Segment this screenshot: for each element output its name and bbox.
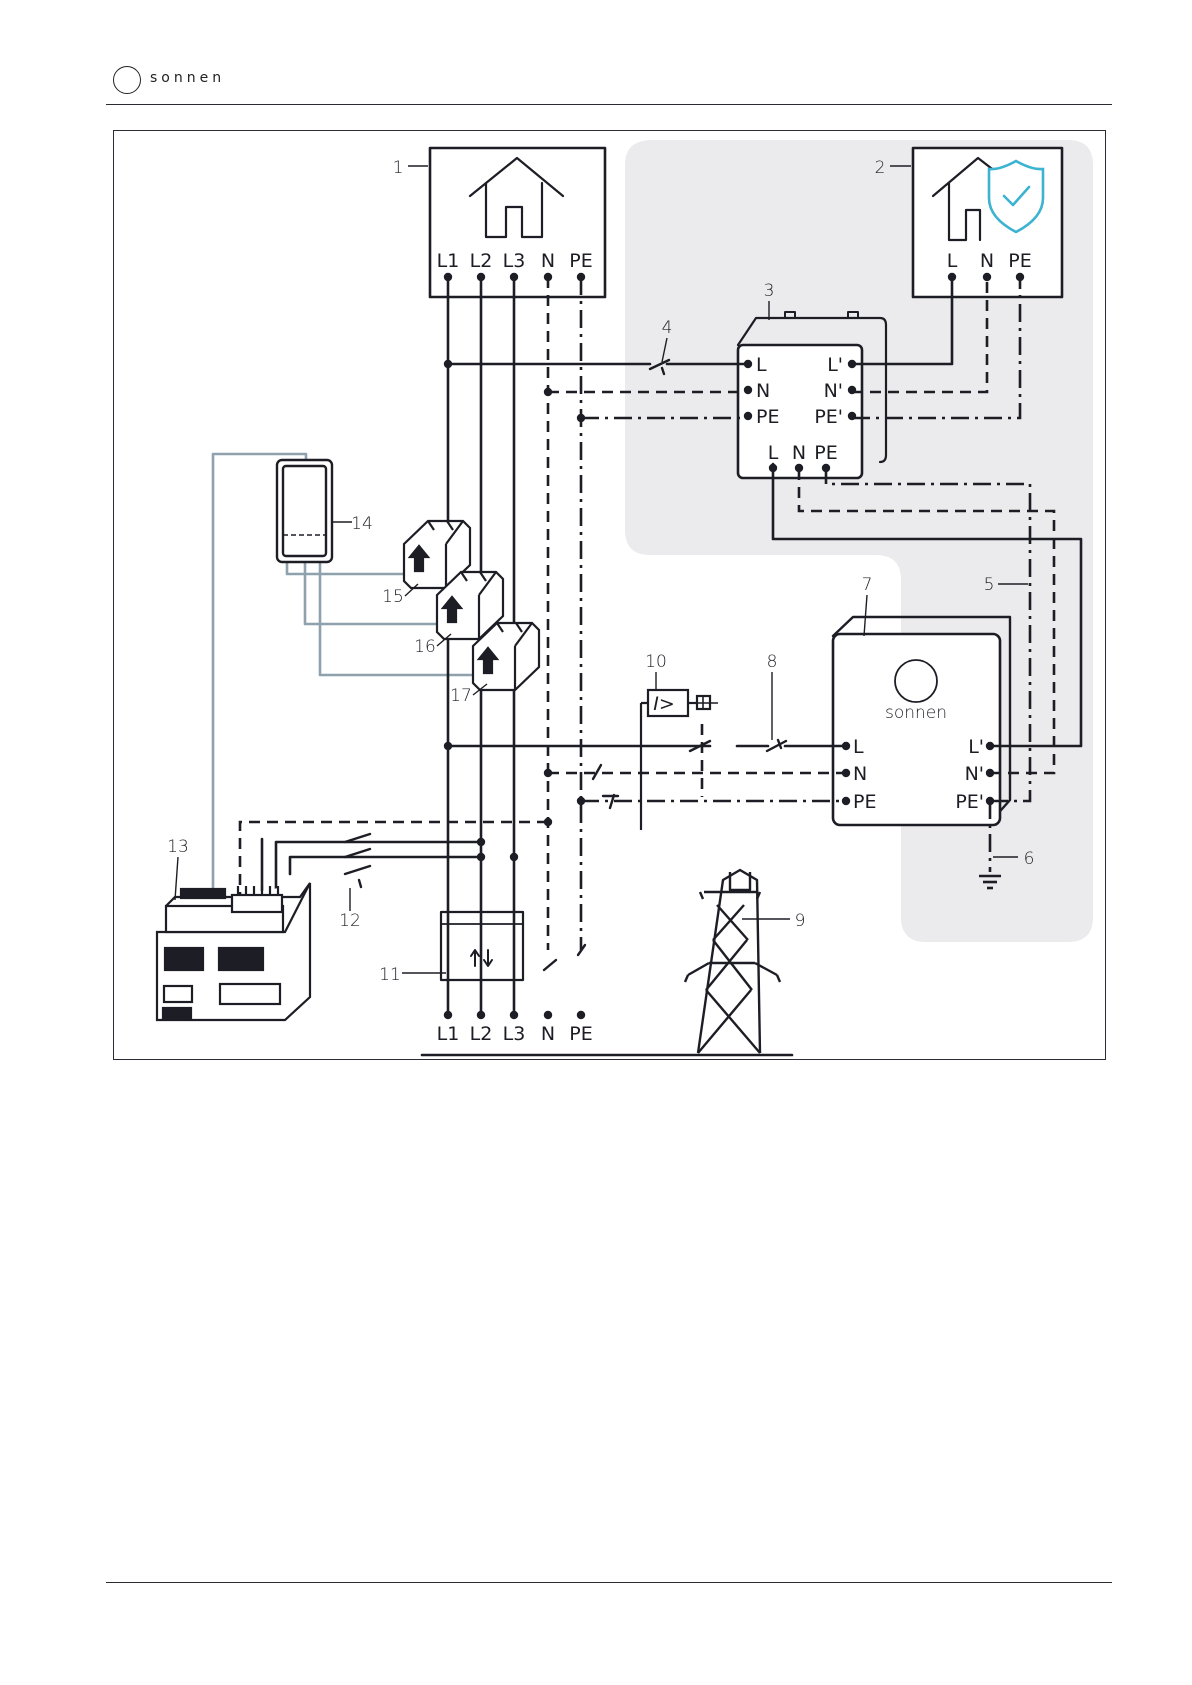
grid-terminal-label: PE [569,1023,592,1045]
connection-dot [544,818,552,826]
switch-box-left-label: PE [756,406,779,428]
callout-number: 7 [862,575,873,595]
connection-dot [477,838,485,846]
callout-number: 17 [450,686,472,706]
connection-dot [544,1011,552,1019]
connection-dot [795,464,803,472]
connection-dot [577,273,585,281]
battery-right-label: L' [968,736,984,758]
battery-brand-label: sonnen [885,703,947,723]
callout-number: 10 [645,652,667,672]
switch-box-left-label: N [756,380,770,402]
switch-box-bottom-label: N [792,442,806,464]
switch-box-left-label: L [756,354,767,376]
callout-number: 5 [984,575,995,595]
connection-dot [983,273,991,281]
house-1-terminal-label: L3 [503,250,526,272]
callout-number: 3 [764,281,775,301]
switch-box-right-label: N' [824,380,843,402]
connection-dot [544,388,552,396]
connection-dot [744,360,752,368]
pylon-icon [685,870,780,1053]
connection-dot [477,853,485,861]
connection-dot [842,769,850,777]
callout-number: 14 [351,514,373,534]
house-2-terminal-label: PE [1008,250,1031,272]
connection-dot [577,797,585,805]
connection-dot [744,386,752,394]
callout-number: 1 [393,158,404,178]
connection-dot [986,797,994,805]
grid-terminal-label: L2 [470,1023,493,1045]
grid-terminal-label: N [541,1023,555,1045]
connection-dot [744,412,752,420]
connection-dot [444,360,452,368]
house-1-terminal-label: L1 [437,250,460,272]
connection-dot [444,1011,452,1019]
callout-number: 8 [767,652,778,672]
current-transformers [404,521,539,690]
callout-number: 12 [339,911,361,931]
house-1-terminal-label: L2 [470,250,493,272]
callout-leader [175,857,178,900]
battery-right-label: N' [965,763,984,785]
connection-dot [842,742,850,750]
connection-dot [444,273,452,281]
connection-dot [1016,273,1024,281]
connection-dot [477,273,485,281]
grid-terminal-label: L1 [437,1023,460,1045]
callout-number: 13 [167,837,189,857]
switch-box-bottom-label: PE [814,442,837,464]
callout-number: 6 [1024,849,1035,869]
callout-number: 4 [662,318,673,338]
connection-dot [822,464,830,472]
connection-dot [477,1011,485,1019]
house-1-terminal-label: PE [569,250,592,272]
connection-dot [769,464,777,472]
connection-dot [986,742,994,750]
house-2-terminal-label: N [980,250,994,272]
connection-dot [510,853,518,861]
connection-dot [842,797,850,805]
switch-box-bottom-label: L [768,442,779,464]
connection-dot [986,769,994,777]
connection-dot [510,1011,518,1019]
connection-dot [444,742,452,750]
callout-number: 2 [875,158,886,178]
connection-dot [544,273,552,281]
house-2-terminal-label: L [947,250,958,272]
connection-dot [948,273,956,281]
house-1-terminal-label: N [541,250,555,272]
connection-dot [544,769,552,777]
connection-dot [848,386,856,394]
battery-left-label: PE [853,791,876,813]
battery-left-label: L [853,736,864,758]
callout-number: 15 [382,587,404,607]
footer-rule [106,1582,1112,1583]
connection-dot [510,273,518,281]
battery-left-label: N [853,763,867,785]
callout-number: 11 [379,965,401,985]
connection-dot [577,414,585,422]
rcd-symbol: I> [653,693,675,715]
smart-meter-unit [157,883,310,1020]
switch-box-right-label: PE' [814,406,843,428]
callout-number: 16 [414,637,436,657]
gateway-device [277,460,332,562]
switch-box-right-label: L' [827,354,843,376]
connection-dot [848,360,856,368]
connection-dot [848,412,856,420]
callout-leader [864,595,867,636]
callout-number: 9 [795,911,806,931]
grid-terminal-label: L3 [503,1023,526,1045]
battery-right-label: PE' [955,791,984,813]
connection-dot [577,1011,585,1019]
